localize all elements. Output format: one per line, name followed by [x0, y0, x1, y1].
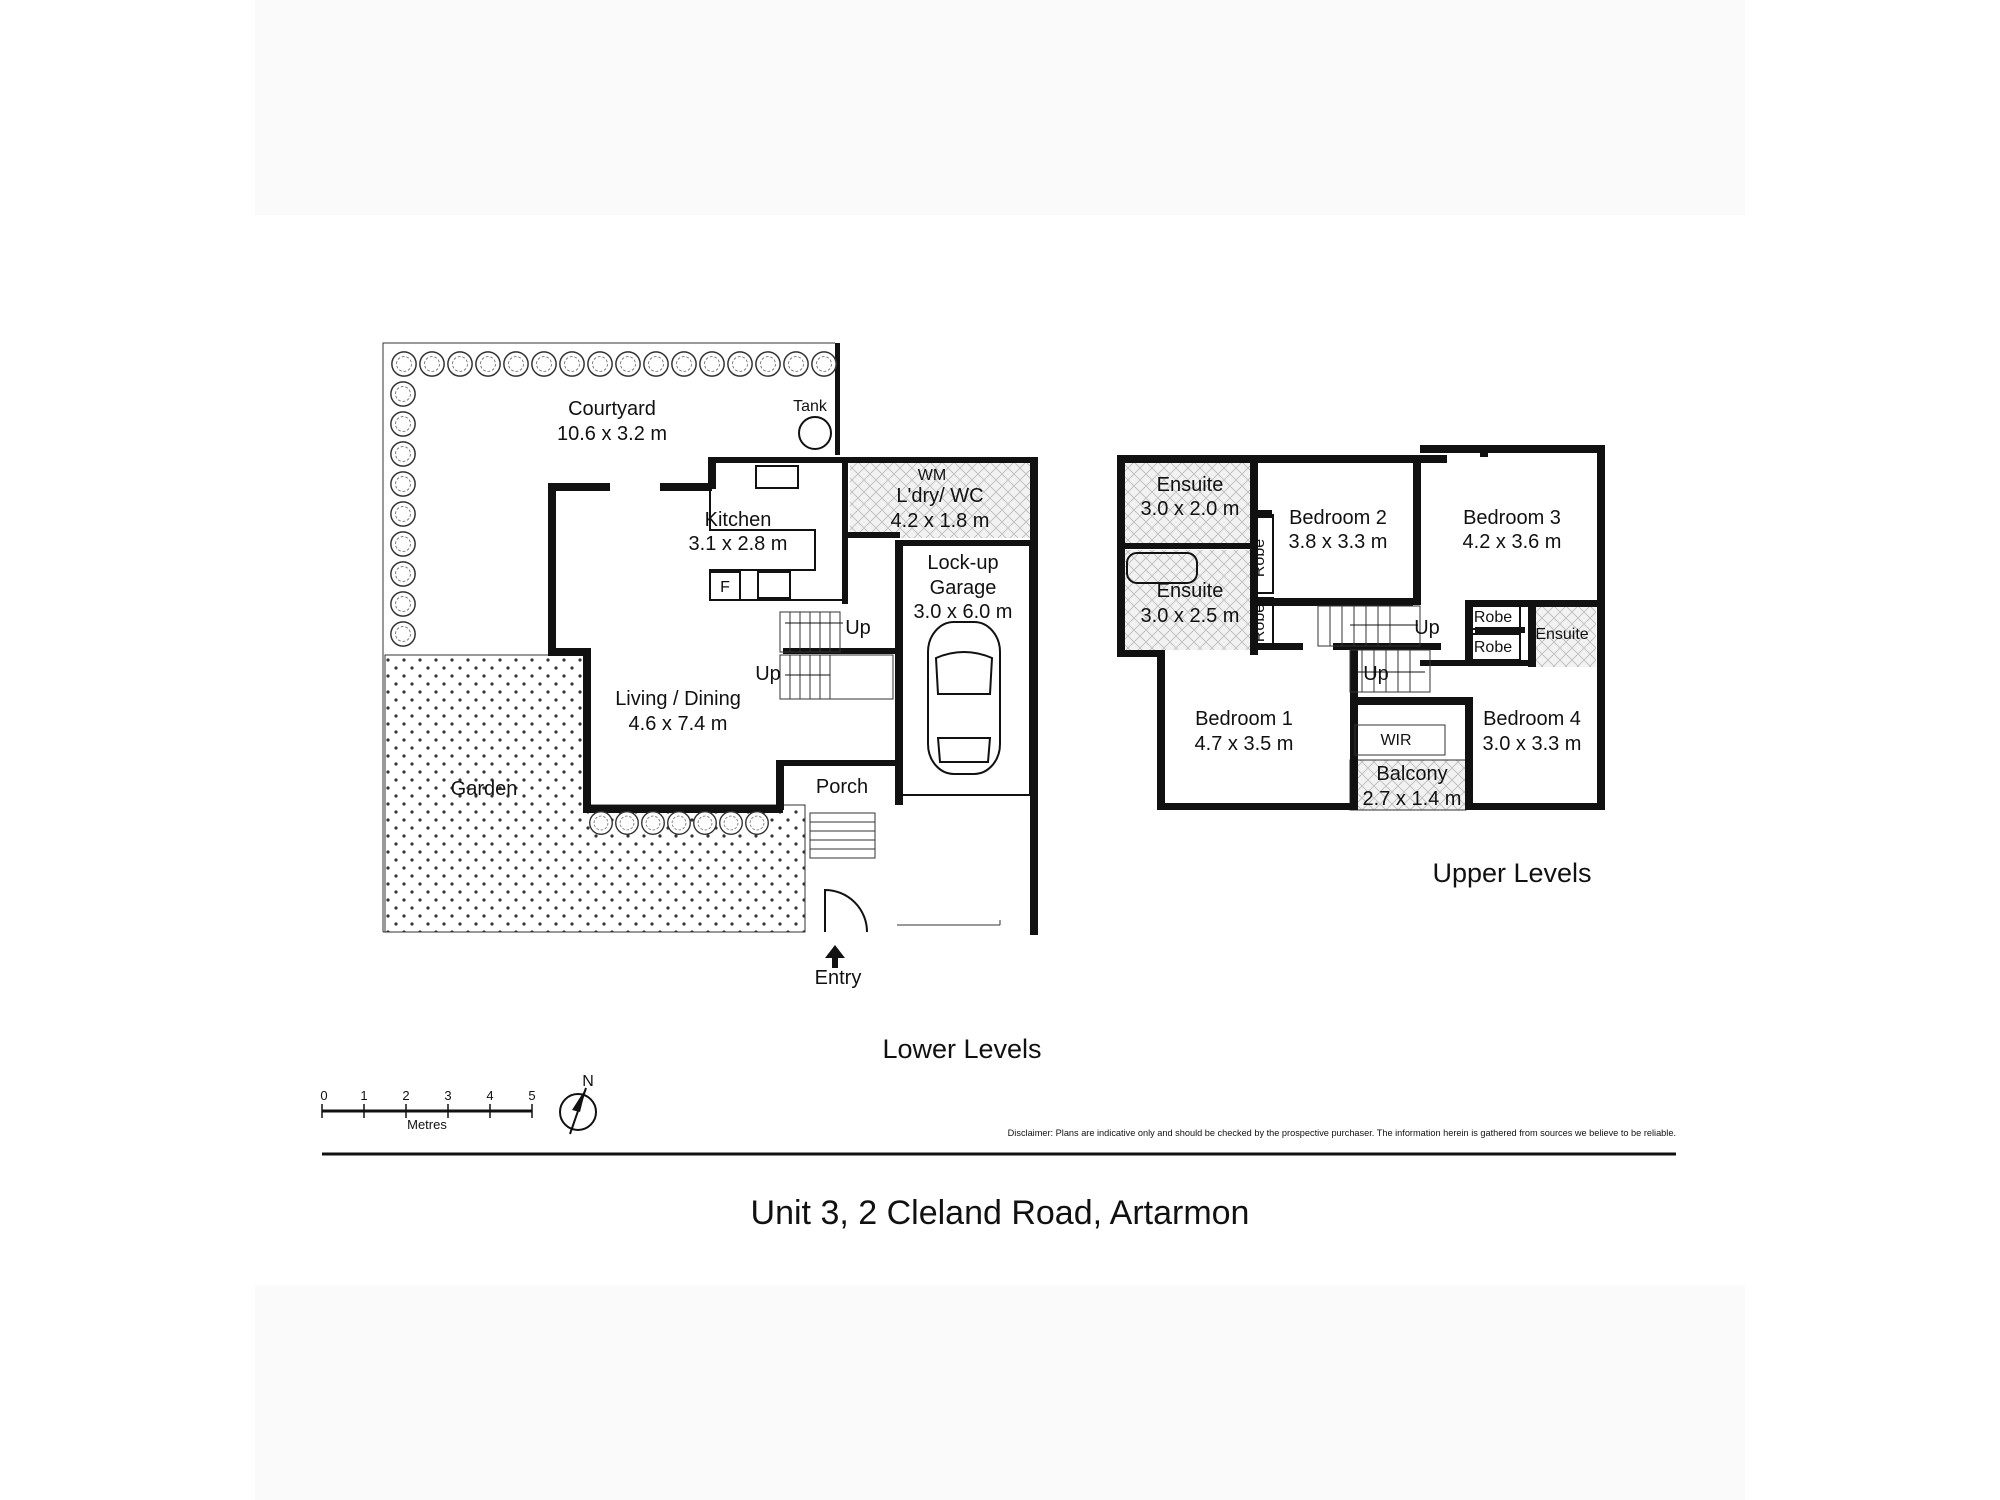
fridge-box: [709, 571, 741, 601]
scale-bar: [321, 1104, 533, 1118]
porch-name: Porch: [816, 776, 868, 798]
top-band: [255, 0, 1745, 215]
north-label: N: [582, 1073, 594, 1090]
ensuite-size: 3.0 x 2.0 m: [1141, 498, 1240, 520]
stairs-up-label: Up: [845, 617, 871, 639]
garage-size: 3.0 x 6.0 m: [914, 601, 1013, 623]
scale-tick: 4: [486, 1088, 493, 1103]
property-address: Unit 3, 2 Cleland Road, Artarmon: [751, 1194, 1250, 1232]
washing-machine-label: WM: [918, 467, 946, 484]
ensuite-name: Ensuite: [1157, 474, 1224, 496]
robe-label: Robe: [1251, 539, 1268, 577]
disclaimer: Disclaimer: Plans are indicative only an…: [1008, 1128, 1676, 1138]
upper-levels-caption: Upper Levels: [1432, 858, 1591, 888]
robe-label: Robe: [1474, 639, 1512, 656]
kitchen-name: Kitchen: [705, 509, 772, 531]
garage-line1: Lock-up: [927, 552, 998, 574]
scale-tick: 3: [444, 1088, 451, 1103]
living-size: 4.6 x 7.4 m: [629, 713, 728, 735]
ensuite-size: 3.0 x 2.5 m: [1141, 605, 1240, 627]
bathtub-symbol: [1126, 552, 1198, 584]
garage-line2: Garage: [930, 577, 997, 599]
courtyard-size: 10.6 x 3.2 m: [557, 423, 667, 445]
bedroom-2-name: Bedroom 2: [1289, 507, 1387, 529]
stairs-up-label: Up: [1363, 663, 1389, 685]
bottom-band: [255, 1285, 1745, 1500]
scale-tick: 5: [528, 1088, 535, 1103]
lower-levels-plan: [382, 342, 1038, 968]
tank-label: Tank: [793, 398, 828, 415]
bedroom-3-size: 4.2 x 3.6 m: [1463, 531, 1562, 553]
wir-label: WIR: [1380, 732, 1411, 749]
garden-name: Garden: [451, 778, 518, 800]
ensuite-name: Ensuite: [1157, 580, 1224, 602]
bedroom-1-name: Bedroom 1: [1195, 708, 1293, 730]
fridge-label: F: [720, 579, 730, 596]
courtyard-name: Courtyard: [568, 398, 656, 420]
cooktop-symbol: [757, 571, 791, 599]
scale-tick: 2: [402, 1088, 409, 1103]
garage-floor: [899, 544, 1031, 796]
laundry-name: L'dry/ WC: [896, 485, 983, 507]
bedroom-4-name: Bedroom 4: [1483, 708, 1581, 730]
bedroom-1-size: 4.7 x 3.5 m: [1195, 733, 1294, 755]
ensuite-name: Ensuite: [1535, 626, 1588, 643]
balcony-size: 2.7 x 1.4 m: [1363, 788, 1462, 810]
lower-stairs: [779, 611, 894, 700]
robe-label: Robe: [1474, 609, 1512, 626]
entry-label: Entry: [815, 967, 862, 989]
lower-levels-caption: Lower Levels: [882, 1034, 1041, 1064]
tank-symbol: [798, 416, 832, 450]
upper-stairs: [1317, 605, 1431, 693]
stairs-up-label: Up: [1414, 617, 1440, 639]
balcony-name: Balcony: [1376, 763, 1447, 785]
north-arrow-icon: [559, 1087, 597, 1135]
entry-arrow: [825, 945, 845, 968]
car-symbol: [927, 621, 1001, 775]
scale-tick: 0: [320, 1088, 327, 1103]
bedroom-2-size: 3.8 x 3.3 m: [1289, 531, 1388, 553]
living-name: Living / Dining: [615, 688, 741, 710]
scale-tick: 1: [360, 1088, 367, 1103]
upper-levels-plan: [1117, 445, 1605, 811]
bedroom-3-name: Bedroom 3: [1463, 507, 1561, 529]
laundry-size: 4.2 x 1.8 m: [891, 510, 990, 532]
laundry-floor: [850, 458, 1030, 538]
scale-unit: Metres: [407, 1117, 447, 1132]
bedroom-4-size: 3.0 x 3.3 m: [1483, 733, 1582, 755]
robe-label: Robe: [1251, 604, 1268, 642]
sink-symbol: [755, 465, 799, 489]
stairs-up-label: Up: [755, 663, 781, 685]
kitchen-size: 3.1 x 2.8 m: [689, 533, 788, 555]
